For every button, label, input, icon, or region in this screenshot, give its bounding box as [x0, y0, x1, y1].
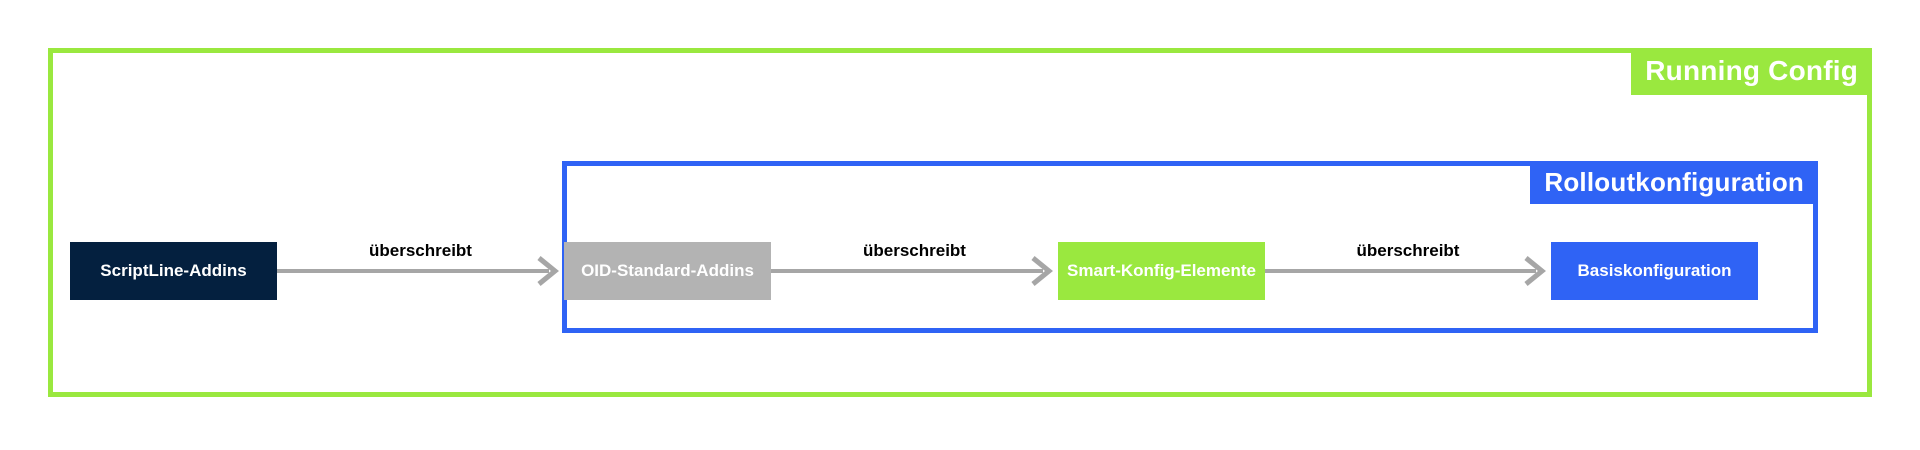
node-basiskonfiguration-label: Basiskonfiguration [1577, 261, 1732, 280]
edge-label-smart-to-basis: überschreibt [1356, 241, 1460, 260]
group-rolloutkonfiguration: Rolloutkonfiguration [562, 161, 1818, 333]
node-scriptline-addins[interactable]: ScriptLine-Addins [70, 242, 277, 300]
node-oid-standard-addins-label: OID-Standard-Addins [581, 261, 754, 280]
node-basiskonfiguration[interactable]: Basiskonfiguration [1551, 242, 1758, 300]
group-running-config: Running Config [48, 48, 1872, 397]
node-scriptline-addins-label: ScriptLine-Addins [100, 261, 247, 280]
edge-label-scriptline-to-oid: überschreibt [369, 241, 472, 260]
edge-label-oid-to-smart: überschreibt [863, 241, 966, 260]
group-running-config-label: Running Config [1631, 48, 1872, 95]
group-rolloutkonfiguration-label: Rolloutkonfiguration [1530, 161, 1818, 204]
node-oid-standard-addins[interactable]: OID-Standard-Addins [564, 242, 771, 300]
node-smart-konfig-elemente-label: Smart-Konfig-Elemente [1067, 261, 1256, 280]
node-smart-konfig-elemente[interactable]: Smart-Konfig-Elemente [1058, 242, 1265, 300]
